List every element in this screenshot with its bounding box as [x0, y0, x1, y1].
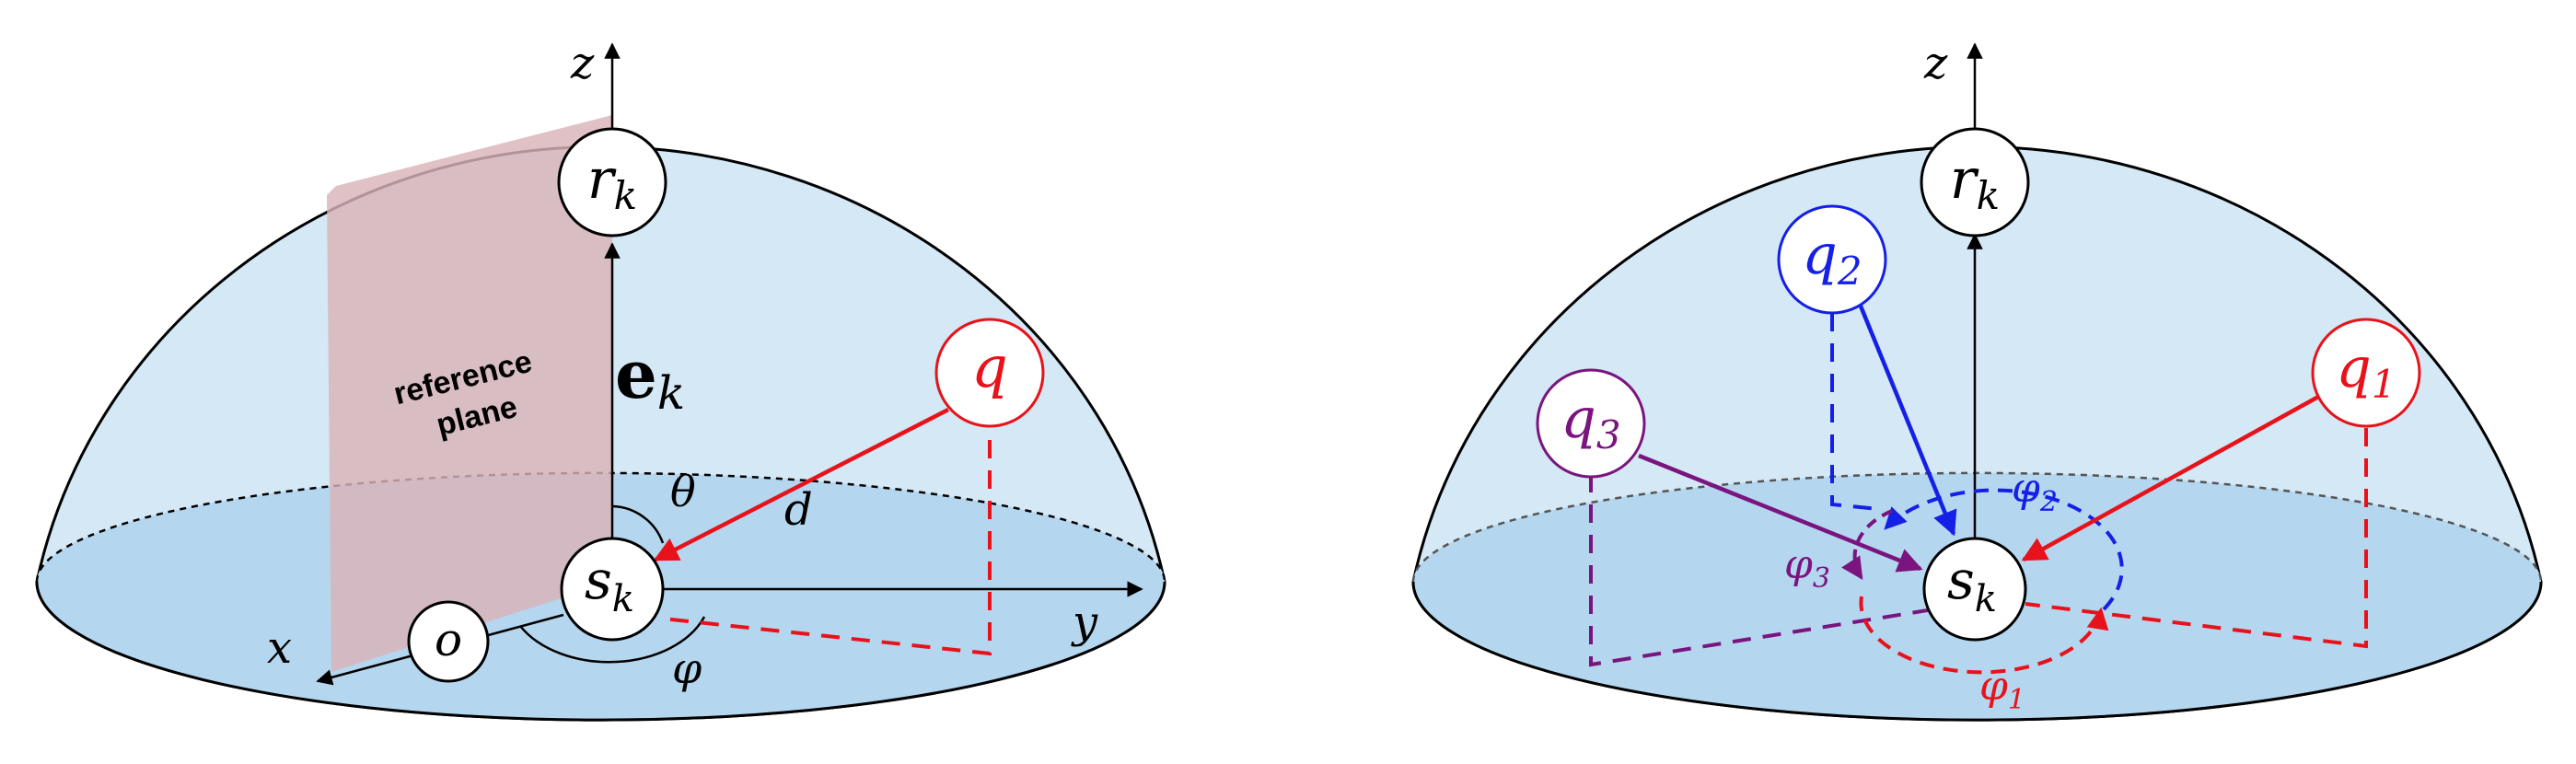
node-o: o — [407, 600, 490, 683]
theta-arc — [611, 504, 665, 544]
svg-text:q2: q2 — [1802, 223, 1862, 294]
svg-text:rk: rk — [587, 147, 637, 218]
node-r-right: rk — [1920, 127, 2030, 237]
node-q2: q2 — [1777, 204, 1887, 315]
base-front-edge — [35, 581, 1166, 722]
q-to-s-arrow — [653, 407, 950, 562]
q1-projection-dashed — [2025, 428, 2368, 649]
svg-text:sk: sk — [1947, 549, 1997, 620]
svg-text:rk: rk — [1950, 147, 2000, 218]
y-axis-label: y — [1071, 596, 1098, 648]
phi-label: φ — [672, 643, 702, 693]
phi3-label: φ3 — [1784, 541, 1830, 595]
q2-projection-dashed — [1830, 313, 1879, 511]
z-axis-label-right: z — [1923, 38, 1948, 89]
node-s: sk — [560, 537, 665, 642]
node-q: q — [934, 318, 1045, 428]
q-projection-dashed — [662, 440, 992, 656]
x-axis-label: x — [267, 622, 292, 674]
q1-to-s-arrow — [2021, 394, 2322, 561]
theta-label: θ — [670, 467, 696, 516]
z-axis-label: z — [570, 38, 595, 89]
node-q3: q3 — [1536, 368, 1646, 479]
q3-to-s-arrow — [1638, 453, 1923, 573]
base-front-edge-right — [1411, 581, 2543, 722]
right-panel: z φ2 φ3 φ1 rk — [1411, 38, 2543, 722]
phi2-arc — [1884, 488, 2124, 611]
phi1-arc — [1859, 596, 2109, 675]
node-q1: q1 — [2311, 318, 2421, 428]
node-s-right: sk — [1922, 537, 2027, 642]
svg-text:sk: sk — [585, 549, 634, 620]
phi1-label: φ1 — [1979, 663, 2025, 716]
phi-arc — [519, 616, 706, 664]
svg-text:q: q — [971, 333, 1008, 400]
q2-to-s-arrow — [1857, 303, 1957, 537]
svg-text:o: o — [435, 613, 462, 666]
svg-text:q1: q1 — [2336, 336, 2396, 407]
base-back-edge-right — [1411, 471, 2543, 583]
ek-vector-label: ek — [615, 335, 685, 420]
q3-projection-dashed — [1589, 474, 1934, 667]
left-panel: reference plane z ek y x θ φ d — [35, 38, 1166, 722]
svg-text:q3: q3 — [1561, 387, 1620, 457]
node-r: rk — [557, 127, 667, 237]
reference-plane — [327, 115, 612, 672]
phi2-label: φ2 — [2012, 465, 2058, 518]
distance-d-label: d — [784, 484, 813, 536]
phi3-arc — [1841, 509, 1893, 581]
